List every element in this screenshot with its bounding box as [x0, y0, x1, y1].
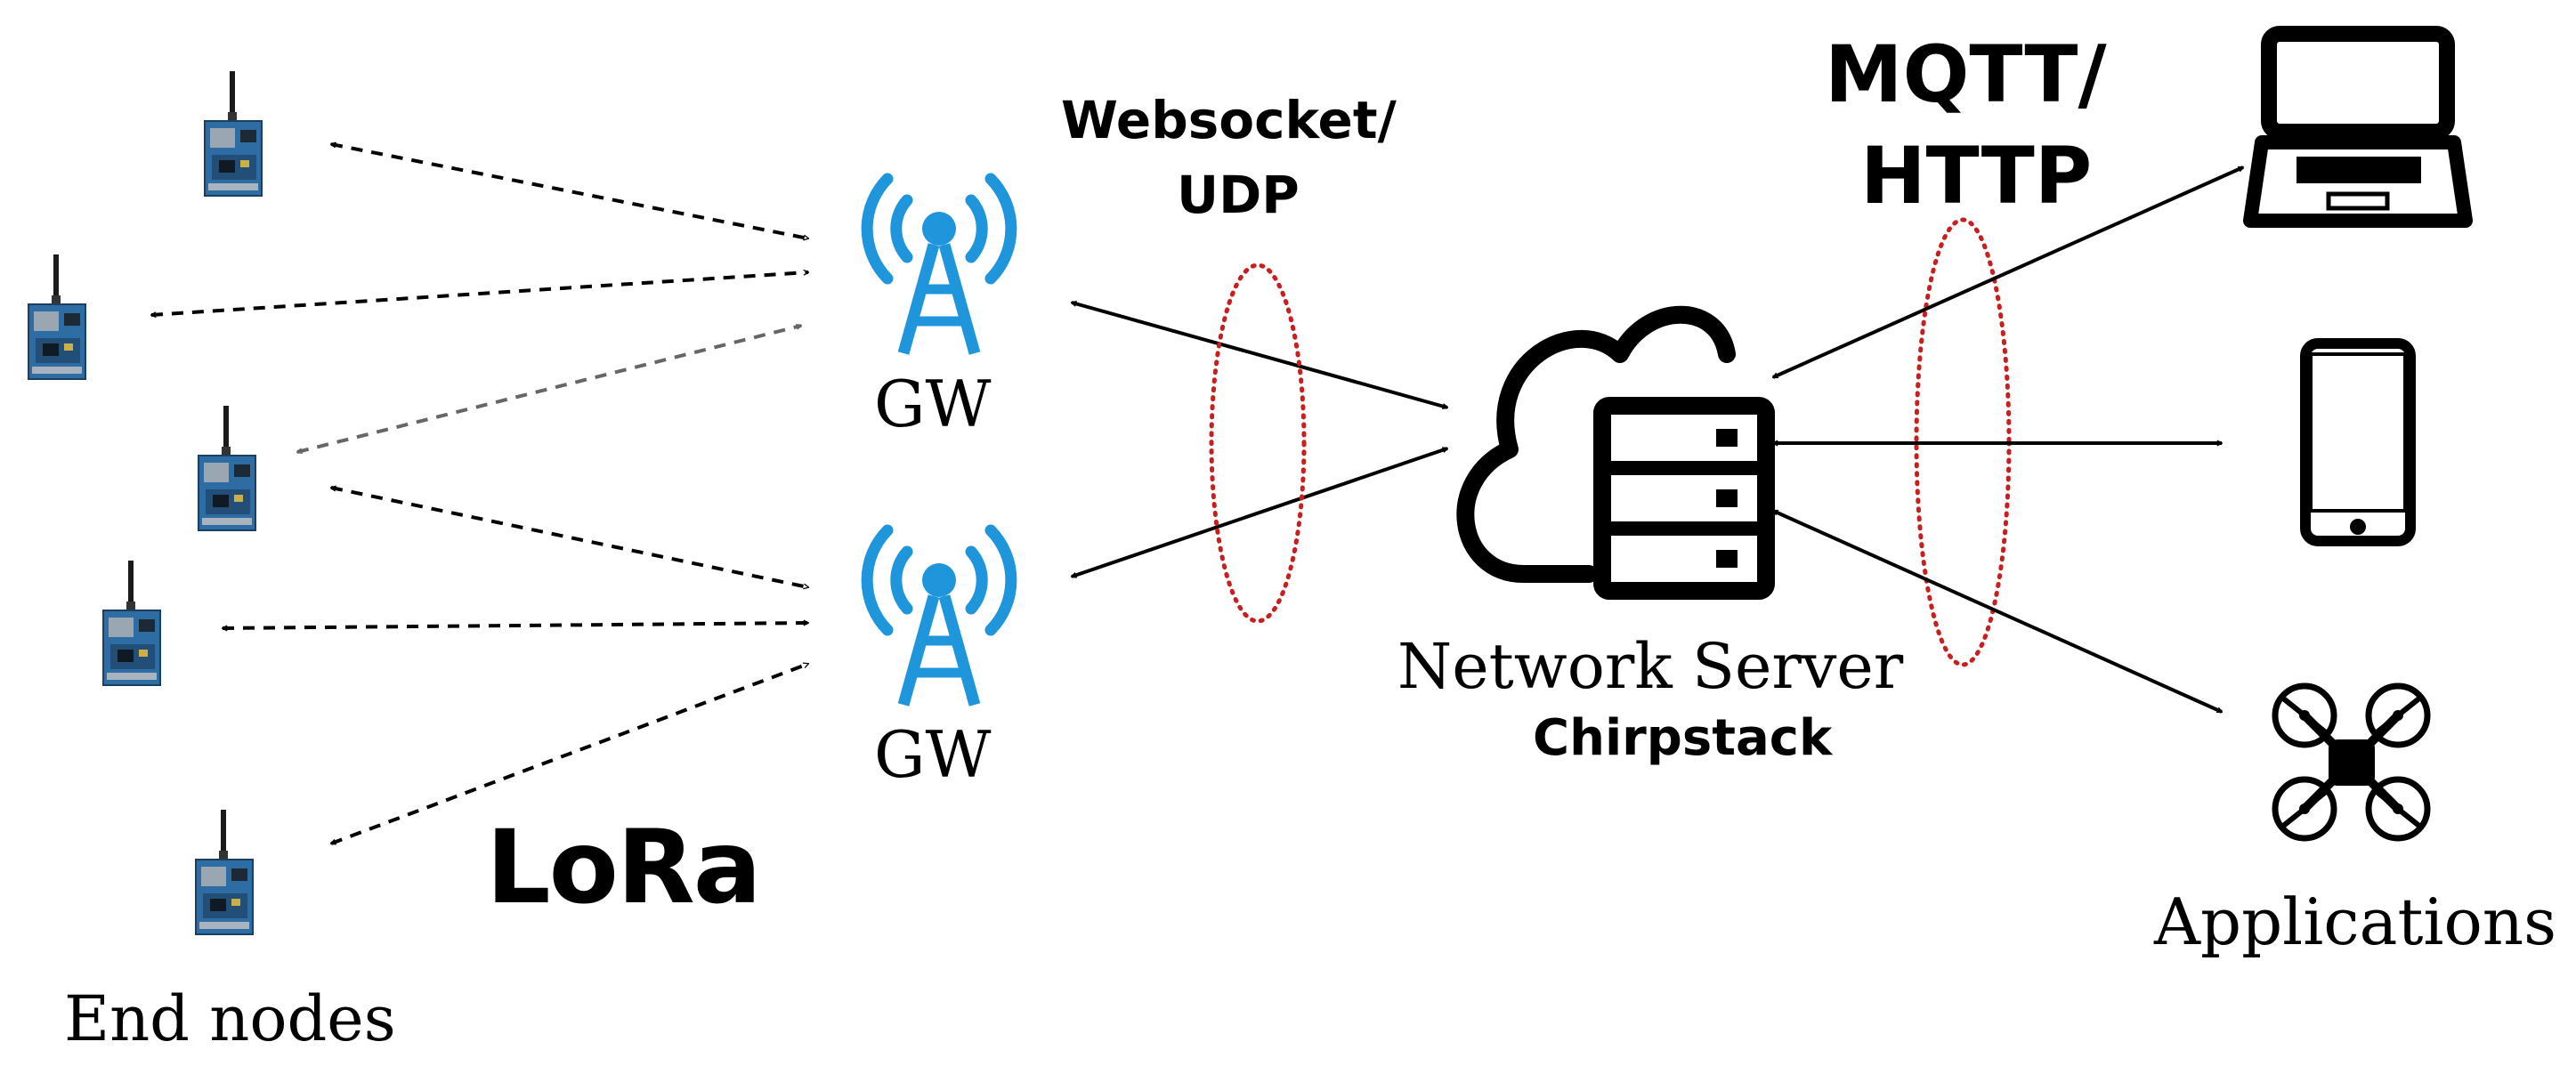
lora-link-5 — [223, 623, 808, 628]
application-links — [1773, 166, 2243, 714]
lora-label: LoRa — [486, 808, 762, 926]
end-node-3-icon — [198, 405, 256, 531]
lora-link-3 — [297, 326, 801, 452]
network-server-label: Network Server — [1397, 630, 1904, 703]
app-link-laptop — [1773, 166, 2243, 379]
network-server-icon — [1456, 305, 1775, 600]
backhaul-links — [1072, 303, 1447, 578]
end-nodes — [28, 70, 263, 935]
gateway-top-icon — [867, 179, 1011, 353]
websocket-udp-ellipse — [1209, 262, 1307, 624]
laptop-icon — [2243, 26, 2473, 228]
gateway-bottom-icon — [867, 530, 1011, 705]
backhaul-link-top — [1072, 303, 1447, 408]
end-node-4-icon — [102, 560, 161, 686]
lora-link-4 — [331, 488, 808, 587]
websocket-protocol-label: Websocket/ — [1061, 90, 1397, 150]
lora-link-6 — [331, 662, 808, 845]
lora-link-1 — [331, 144, 808, 238]
end-nodes-label: End nodes — [64, 982, 396, 1055]
app-link-drone — [1773, 509, 2222, 714]
udp-protocol-label: UDP — [1177, 165, 1300, 225]
mqtt-protocol-label: MQTT/ — [1825, 28, 2107, 120]
lora-link-2 — [151, 272, 808, 315]
end-node-5-icon — [195, 809, 254, 935]
end-node-1-icon — [204, 70, 263, 197]
http-protocol-label: HTTP — [1860, 130, 2093, 222]
gateway-top-label: GW — [874, 367, 992, 441]
smartphone-icon — [2300, 338, 2416, 546]
drone-icon — [2272, 682, 2431, 842]
end-node-2-icon — [28, 254, 86, 380]
gateway-bottom-label: GW — [874, 717, 992, 792]
applications-label: Applications — [2154, 884, 2557, 959]
lora-links — [151, 144, 808, 845]
chirpstack-label: Chirpstack — [1533, 709, 1833, 767]
backhaul-link-bottom — [1072, 447, 1447, 578]
